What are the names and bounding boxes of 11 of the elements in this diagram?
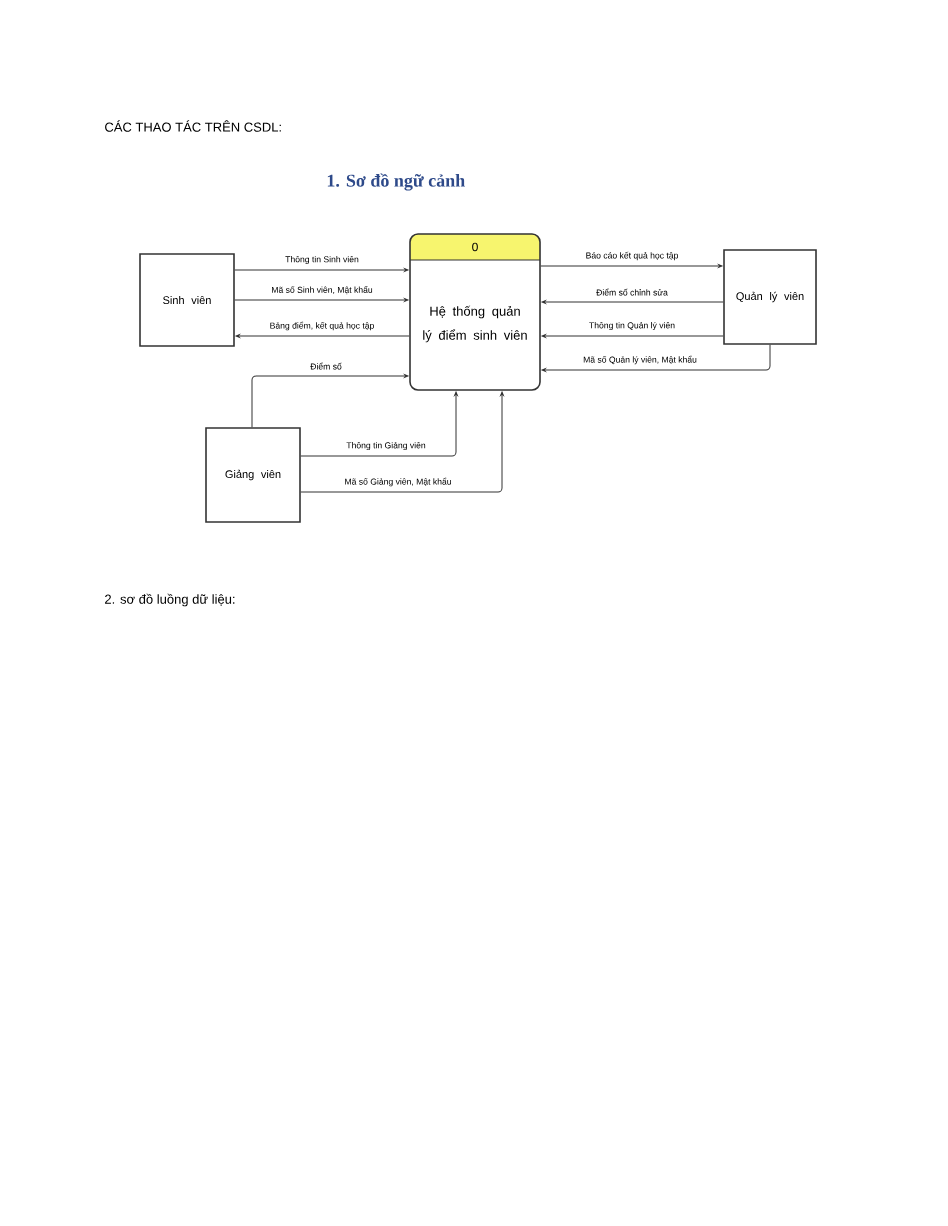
arrow <box>234 298 409 302</box>
arrow <box>235 334 410 338</box>
arrow <box>300 391 458 457</box>
arrow <box>541 300 724 304</box>
section-heading: 1. Sơ đồ ngữ cảnh <box>327 173 465 191</box>
arrow <box>541 334 724 338</box>
arrow <box>251 374 409 428</box>
arrow <box>541 344 771 372</box>
arrow <box>540 264 723 268</box>
arrow <box>234 268 409 272</box>
arrow <box>300 391 504 493</box>
